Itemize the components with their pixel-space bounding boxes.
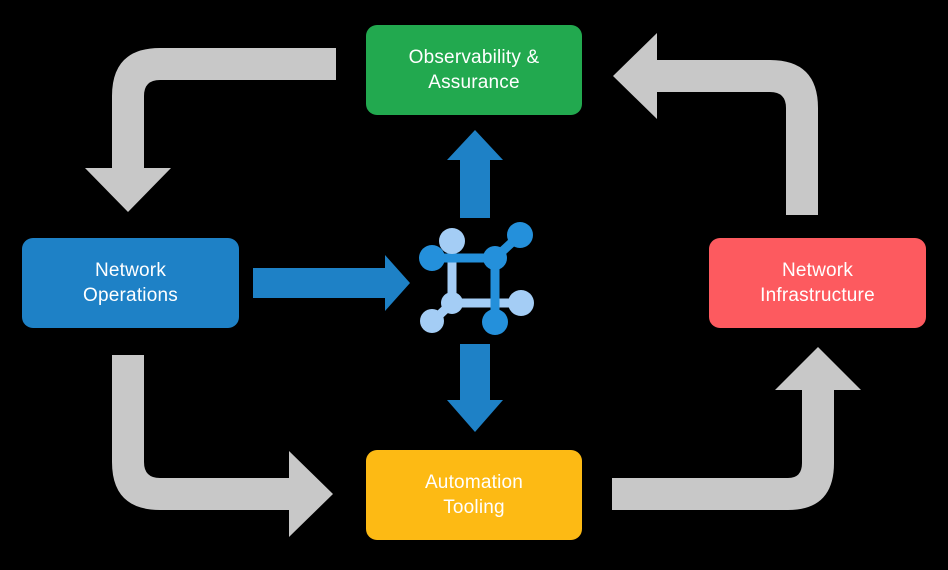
icon-nodes-light [420, 228, 534, 333]
connector-infrastructure-to-observability [613, 33, 818, 215]
connector-observability-to-ops [85, 48, 336, 212]
connector-hub-to-observability [447, 130, 503, 218]
node-network-infrastructure[interactable]: Network Infrastructure [709, 238, 926, 328]
network-topology-icon [418, 218, 538, 338]
connector-automation-to-infrastructure [612, 347, 861, 510]
connector-hub-to-automation [447, 344, 503, 432]
connector-ops-to-hub [253, 255, 410, 311]
connector-ops-to-automation [112, 355, 333, 537]
node-observability-assurance[interactable]: Observability & Assurance [366, 25, 582, 115]
node-network-operations[interactable]: Network Operations [22, 238, 239, 328]
icon-nodes-dark [419, 222, 533, 335]
node-automation-tooling[interactable]: Automation Tooling [366, 450, 582, 540]
